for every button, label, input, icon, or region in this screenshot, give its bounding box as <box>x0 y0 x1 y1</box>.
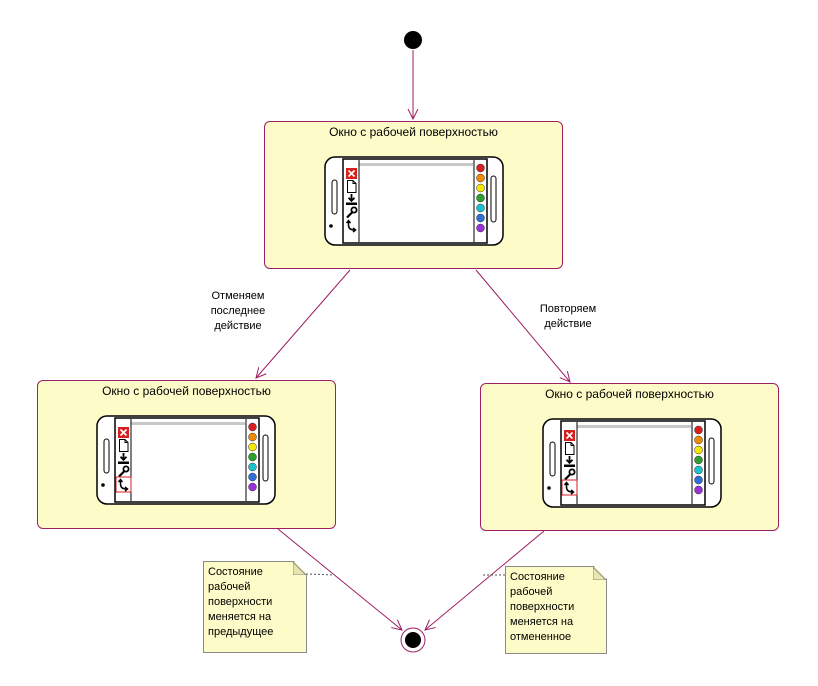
color-swatch <box>476 223 485 233</box>
note-fold <box>293 562 306 575</box>
color-swatch <box>248 462 257 472</box>
redo-transition-label: Повторяем действие <box>539 303 597 330</box>
color-swatch <box>476 213 485 223</box>
wrench-icon <box>118 465 130 478</box>
phone-mockup <box>542 418 722 513</box>
download-icon <box>118 453 129 464</box>
color-swatch <box>694 455 703 465</box>
final-node <box>400 627 426 653</box>
initial-node <box>404 31 422 49</box>
undo-transition-label: Отменяем последнее действие <box>210 290 266 332</box>
color-swatch <box>694 445 703 455</box>
state-title: Окно с рабочей поверхностью <box>102 384 271 398</box>
color-swatch <box>248 442 257 452</box>
note-right: Состояние рабочей поверхности меняется н… <box>505 566 607 654</box>
state-top[interactable]: Окно с рабочей поверхностью <box>264 121 563 269</box>
color-swatch <box>248 452 257 462</box>
color-swatch <box>248 482 257 492</box>
note-text: Состояние рабочей поверхности меняется н… <box>510 571 575 643</box>
close-icon <box>564 430 575 441</box>
new-document-icon <box>347 180 357 193</box>
color-swatch <box>248 422 257 432</box>
color-swatch <box>476 183 485 193</box>
color-swatch <box>476 163 485 173</box>
note-left: Состояние рабочей поверхности меняется н… <box>203 561 307 653</box>
phone-mockup <box>96 415 276 510</box>
state-right[interactable]: Окно с рабочей поверхностью <box>480 383 779 531</box>
wrench-icon <box>564 468 576 481</box>
color-swatch <box>694 435 703 445</box>
phone-graphic <box>542 418 722 508</box>
new-document-icon <box>119 439 129 452</box>
new-document-icon <box>565 442 575 455</box>
close-icon <box>118 427 129 438</box>
wrench-icon <box>346 206 358 219</box>
color-swatch <box>694 475 703 485</box>
color-swatch <box>694 485 703 495</box>
close-icon <box>346 168 357 179</box>
color-swatch <box>694 465 703 475</box>
undo-redo-icon <box>563 481 575 495</box>
left-note-anchor <box>305 573 336 576</box>
redo-transition <box>475 269 570 382</box>
color-swatch <box>694 425 703 435</box>
phone-graphic <box>96 415 276 505</box>
undo-highlight <box>115 476 132 493</box>
left-final-transition <box>277 528 402 630</box>
note-text: Состояние рабочей поверхности меняется н… <box>208 566 274 638</box>
redo-highlight <box>561 479 578 496</box>
download-icon <box>564 456 575 467</box>
state-title: Окно с рабочей поверхностью <box>329 125 498 139</box>
undo-redo-icon <box>345 219 357 233</box>
phone-graphic <box>324 156 504 246</box>
color-swatch <box>248 432 257 442</box>
right-final-transition <box>425 530 545 630</box>
undo-redo-icon <box>117 478 129 492</box>
download-icon <box>346 194 357 205</box>
state-title: Окно с рабочей поверхностью <box>545 387 714 401</box>
state-left[interactable]: Окно с рабочей поверхностью <box>37 380 336 529</box>
color-swatch <box>476 203 485 213</box>
phone-mockup <box>324 156 504 251</box>
undo-transition <box>256 269 351 378</box>
note-fold <box>593 567 606 580</box>
color-swatch <box>248 472 257 482</box>
color-swatch <box>476 173 485 183</box>
color-swatch <box>476 193 485 203</box>
